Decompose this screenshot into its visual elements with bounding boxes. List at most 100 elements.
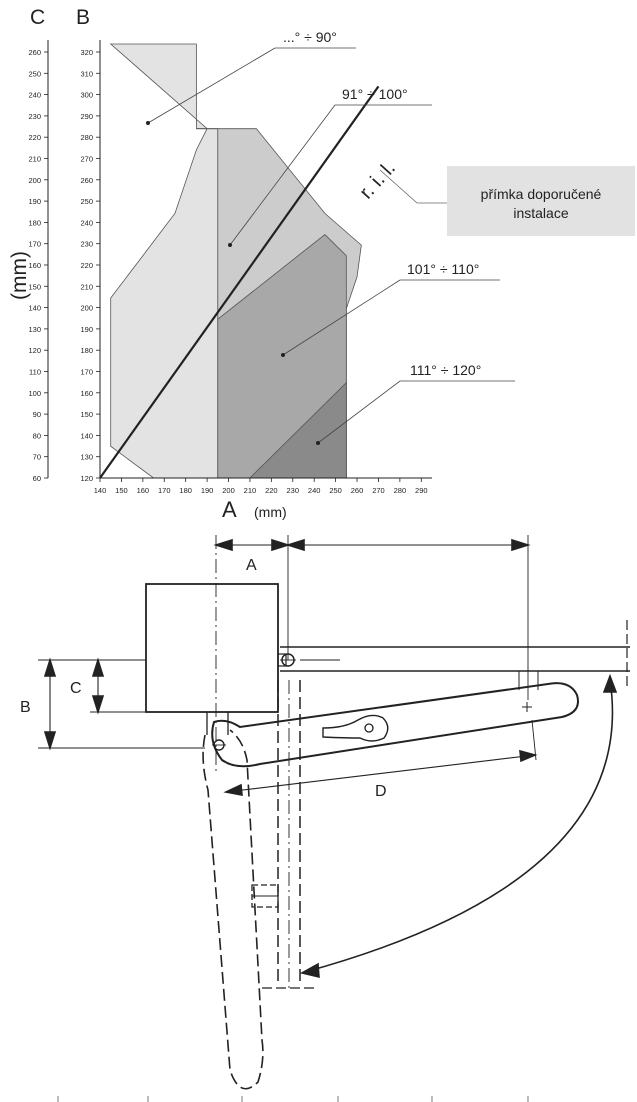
installation-chart: 140 150 160 170 180 190 200 210 220 230 240 250 260 2… <box>8 6 635 520</box>
x-tick-label: 150 <box>115 486 128 495</box>
b-tick-label: 250 <box>80 197 93 206</box>
b-tick-label: 170 <box>80 368 93 377</box>
dimension-d-ext-right <box>531 719 537 761</box>
b-tick-label: 240 <box>80 218 93 227</box>
reference-line-label: r. i. l. <box>355 157 400 203</box>
c-tick-label: 130 <box>28 325 41 334</box>
reference-line <box>99 85 380 479</box>
zone-area-0 <box>109 43 219 479</box>
c-tick-label: 170 <box>28 240 41 249</box>
x-tick-label: 270 <box>372 486 385 495</box>
dimension-label-d: D <box>375 783 387 800</box>
c-tick-label: 240 <box>28 91 41 100</box>
c-tick-label: 140 <box>28 304 41 313</box>
ticks-layer: 140 150 160 170 180 190 200 210 220 230 240 250 260 2… <box>28 48 427 495</box>
callout-line-90 <box>147 47 276 124</box>
zone-label-110: 101° ÷ 110° <box>407 261 479 277</box>
c-tick-label: 190 <box>28 197 41 206</box>
swing-arc <box>304 679 614 973</box>
b-tick-label: 120 <box>80 474 93 483</box>
x-tick-label: 160 <box>137 486 150 495</box>
c-tick-label: 150 <box>28 282 41 291</box>
b-tick-label: 180 <box>80 346 93 355</box>
callout-text-line2: instalace <box>513 205 568 221</box>
x-tick-label: 260 <box>351 486 364 495</box>
callout-dot-120 <box>316 441 320 445</box>
zones-layer <box>109 43 362 479</box>
callout-dot-90 <box>146 121 150 125</box>
b-tick-label: 270 <box>80 155 93 164</box>
c-tick-label: 200 <box>28 176 41 185</box>
operator-arm <box>211 682 579 768</box>
c-tick-label: 250 <box>28 69 41 78</box>
x-tick-label: 240 <box>308 486 321 495</box>
dimension-b-arrow-bottom <box>43 731 57 751</box>
b-tick-label: 300 <box>80 91 93 100</box>
hinge-bracket <box>277 653 287 667</box>
dimension-d-arrow-right <box>519 749 538 763</box>
callout-text-line1: přímka doporučené <box>481 186 602 202</box>
x-axis-unit: (mm) <box>254 504 287 520</box>
c-tick-label: 80 <box>33 431 41 440</box>
b-tick-label: 260 <box>80 176 93 185</box>
x-tick-label: 180 <box>179 486 192 495</box>
c-tick-label: 160 <box>28 261 41 270</box>
callout-dot-100 <box>228 243 232 247</box>
recommended-installation-callout: přímka doporučené instalace <box>379 166 635 236</box>
c-tick-label: 220 <box>28 133 41 142</box>
callout-line-110 <box>282 279 401 356</box>
x-tick-label: 290 <box>415 486 428 495</box>
arm-elbow-link <box>322 714 389 742</box>
x-tick-label: 210 <box>244 486 257 495</box>
dimension-top-arrow-right <box>511 538 531 552</box>
x-tick-label: 200 <box>222 486 235 495</box>
x-axis-label: A <box>222 497 237 520</box>
b-tick-label: 160 <box>80 389 93 398</box>
dimension-label-b: B <box>20 699 31 716</box>
c-tick-label: 230 <box>28 112 41 121</box>
b-tick-label: 320 <box>80 48 93 57</box>
b-tick-label: 290 <box>80 112 93 121</box>
c-axis-header: C <box>30 6 45 29</box>
c-tick-label: 70 <box>33 453 41 462</box>
dimension-label-c: C <box>70 680 82 697</box>
c-tick-label: 120 <box>28 346 41 355</box>
b-tick-label: 200 <box>80 304 93 313</box>
callout-box <box>447 166 635 236</box>
b-tick-label: 210 <box>80 282 93 291</box>
dimension-c-arrow-bottom <box>91 695 105 715</box>
c-tick-label: 60 <box>33 474 41 483</box>
dimension-b-arrow-top <box>43 657 57 677</box>
swing-arrow-bottom <box>299 962 320 979</box>
b-tick-label: 310 <box>80 69 93 78</box>
arm-pivot <box>213 739 225 751</box>
dimension-a-arrow-right <box>271 538 291 552</box>
y-axis-label: (mm) <box>8 251 31 300</box>
b-tick-label: 280 <box>80 133 93 142</box>
dimension-c-arrow-top <box>91 657 105 677</box>
b-tick-label: 150 <box>80 410 93 419</box>
x-tick-label: 250 <box>329 486 342 495</box>
arm-elbow-hole <box>364 723 374 733</box>
b-axis-header: B <box>76 6 90 29</box>
dimension-d-arrow-left <box>223 783 243 796</box>
b-tick-label: 130 <box>80 453 93 462</box>
dimension-a-arrow-left <box>213 538 233 552</box>
c-tick-label: 110 <box>29 368 41 377</box>
open-gate-bracket <box>251 884 279 908</box>
zone-callouts: ...° ÷ 90° 91° ÷ 100° 101° ÷ 110° 111° ÷… <box>146 29 515 445</box>
callout-line-100 <box>229 104 336 246</box>
motor-body <box>145 583 279 713</box>
c-tick-label: 260 <box>28 48 41 57</box>
open-operator-arm <box>202 729 264 1090</box>
c-tick-label: 210 <box>28 155 41 164</box>
hinge-pivot <box>281 653 295 667</box>
callout-leader <box>379 169 418 204</box>
b-tick-label: 230 <box>80 240 93 249</box>
zone-label-100: 91° ÷ 100° <box>342 86 408 102</box>
b-tick-label: 140 <box>80 431 93 440</box>
swing-arrow-top <box>602 673 618 693</box>
b-tick-label: 220 <box>80 261 93 270</box>
dimension-line-d <box>225 754 536 793</box>
